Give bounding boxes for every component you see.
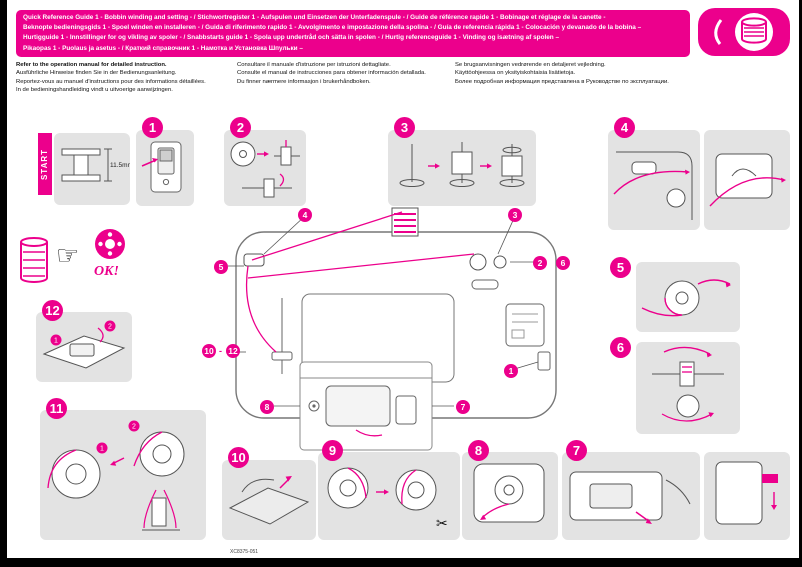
step-3-box	[388, 130, 536, 206]
step-4-box-b	[704, 130, 790, 230]
bobbin-cross-section-diagram: 11.5mm	[61, 148, 130, 182]
notes-column-3: Se brugsanvisningen vedrørende en detalj…	[455, 61, 669, 86]
spool-pin-sequence-diagram	[399, 142, 525, 187]
note-it: Consultare il manuale d'istruzione per i…	[237, 62, 391, 68]
step-7-box-b	[704, 452, 790, 540]
substep-2-badge: 2	[132, 424, 136, 431]
callout-range-dash: -	[219, 346, 222, 356]
title-line-4: Pikaopas 1 - Puolaus ja asetus - / Кратк…	[23, 44, 303, 52]
callout-5: 5	[214, 260, 228, 274]
step-1-box	[136, 130, 194, 206]
bobbin-insert-cut-diagram: ✂	[327, 467, 448, 531]
title-banner: Quick Reference Guide 1 - Bobbin winding…	[16, 10, 690, 57]
callout-10: 10	[202, 344, 216, 358]
step-8-badge: 8	[468, 440, 489, 461]
callout-4: 4	[298, 208, 312, 222]
bobbin-top-icon	[95, 229, 125, 259]
step-2-badge: 2	[230, 117, 251, 138]
thread-guide-closeup-diagram	[709, 153, 786, 207]
thread-guide-diagram	[613, 151, 693, 220]
callout-2: 2	[533, 256, 547, 270]
open-cover-diagram	[569, 471, 691, 524]
step-6-badge: 6	[610, 337, 631, 358]
scissors-icon: ✂	[436, 515, 448, 531]
step-11-badge: 11	[46, 398, 67, 419]
pointing-hand-icon: ☞	[56, 240, 80, 270]
step-10-box	[222, 460, 316, 540]
step-8-box	[462, 452, 558, 540]
bobbin-logo	[698, 8, 790, 56]
start-label: START	[38, 133, 52, 195]
step-1-badge: 1	[142, 117, 163, 138]
step-4-badge: 4	[614, 117, 635, 138]
note-fr: Reportez-vous au manuel d'instructions p…	[16, 78, 206, 85]
bobbin-spec-box: 11.5mm	[54, 133, 130, 205]
note-en: Refer to the operation manual for detail…	[16, 62, 167, 68]
tension-disc-diagram	[641, 279, 731, 317]
title-line-1: Quick Reference Guide 1 - Bobbin winding…	[23, 14, 606, 21]
thread-path	[245, 211, 475, 353]
step-12-badge: 12	[42, 300, 63, 321]
note-da: Se brugsanvisningen vedrørende en detalj…	[455, 62, 606, 68]
notes-column-2: Consultare il manuale d'istruzione per i…	[237, 61, 426, 86]
correct-bobbin-group: ☞ OK!	[14, 228, 140, 298]
step-5-badge: 5	[610, 257, 631, 278]
callout-6: 6	[556, 256, 570, 270]
start-text: START	[40, 148, 50, 180]
scan-edge-left	[0, 0, 7, 567]
step-12-box: 1 2	[36, 312, 132, 382]
thread-pull-diagram: 2 1	[47, 420, 185, 531]
title-line-3: Hurtigguide 1 - Innstillinger for og vik…	[23, 34, 560, 42]
step-4-box-a	[608, 130, 700, 230]
step-9-badge: 9	[322, 440, 343, 461]
wound-spool	[391, 207, 419, 237]
cover-replace-diagram: 1 2	[42, 320, 126, 369]
substep-2-badge: 2	[108, 324, 112, 331]
bobbin-height-label: 11.5mm	[110, 162, 130, 169]
scan-edge-bottom	[0, 558, 802, 567]
callout-1: 1	[504, 364, 518, 378]
step-7-badge: 7	[566, 440, 587, 461]
sewing-machine-illustration	[228, 207, 557, 451]
note-fi: Käyttöohjeessa on yksityiskohtaisia lisä…	[455, 70, 576, 77]
cover-slide-diagram	[228, 476, 310, 525]
callout-7: 7	[456, 400, 470, 414]
needle-plate-inset	[299, 361, 433, 451]
step-10-badge: 10	[228, 447, 249, 468]
notes-column-1: Refer to the operation manual for detail…	[16, 61, 206, 95]
title-line-2: Beknopte bedieningsgids 1 - Spoel winden…	[23, 24, 642, 32]
note-no: Du finner nærmere informasjon i brukerhå…	[237, 78, 371, 85]
step-7-box	[562, 452, 700, 540]
power-switch-diagram	[141, 141, 182, 193]
step-3-badge: 3	[394, 117, 415, 138]
part-number: XC8375-051	[230, 549, 259, 555]
note-de: Ausführliche Hinweise finden Sie in der …	[16, 70, 177, 77]
note-nl: In de bedieningshandleiding vindt u uitv…	[16, 87, 173, 94]
step-5-box	[636, 262, 740, 332]
thread-spool-icon	[20, 237, 48, 283]
lever-diagram	[715, 461, 778, 525]
step-2-box	[224, 130, 306, 206]
substep-1-badge: 1	[54, 338, 58, 345]
ok-label: OK!	[94, 264, 119, 279]
callout-12: 12	[226, 344, 240, 358]
step-9-box: ✂	[318, 452, 460, 540]
bobbin-winding-diagram	[652, 346, 724, 422]
note-ru: Более подробная информация представлена …	[455, 78, 669, 85]
callout-8: 8	[260, 400, 274, 414]
bobbin-on-winder-diagram	[230, 140, 300, 198]
step-11-box: 2 1	[40, 410, 206, 540]
step-6-box	[636, 342, 740, 434]
substep-1-badge: 1	[100, 446, 104, 453]
scan-edge-right	[799, 0, 802, 567]
callout-3: 3	[508, 208, 522, 222]
bobbin-thread-path-diagram	[473, 463, 545, 523]
note-es: Consulte el manual de instrucciones para…	[237, 70, 426, 77]
bobbin-spool-icon	[698, 8, 790, 56]
